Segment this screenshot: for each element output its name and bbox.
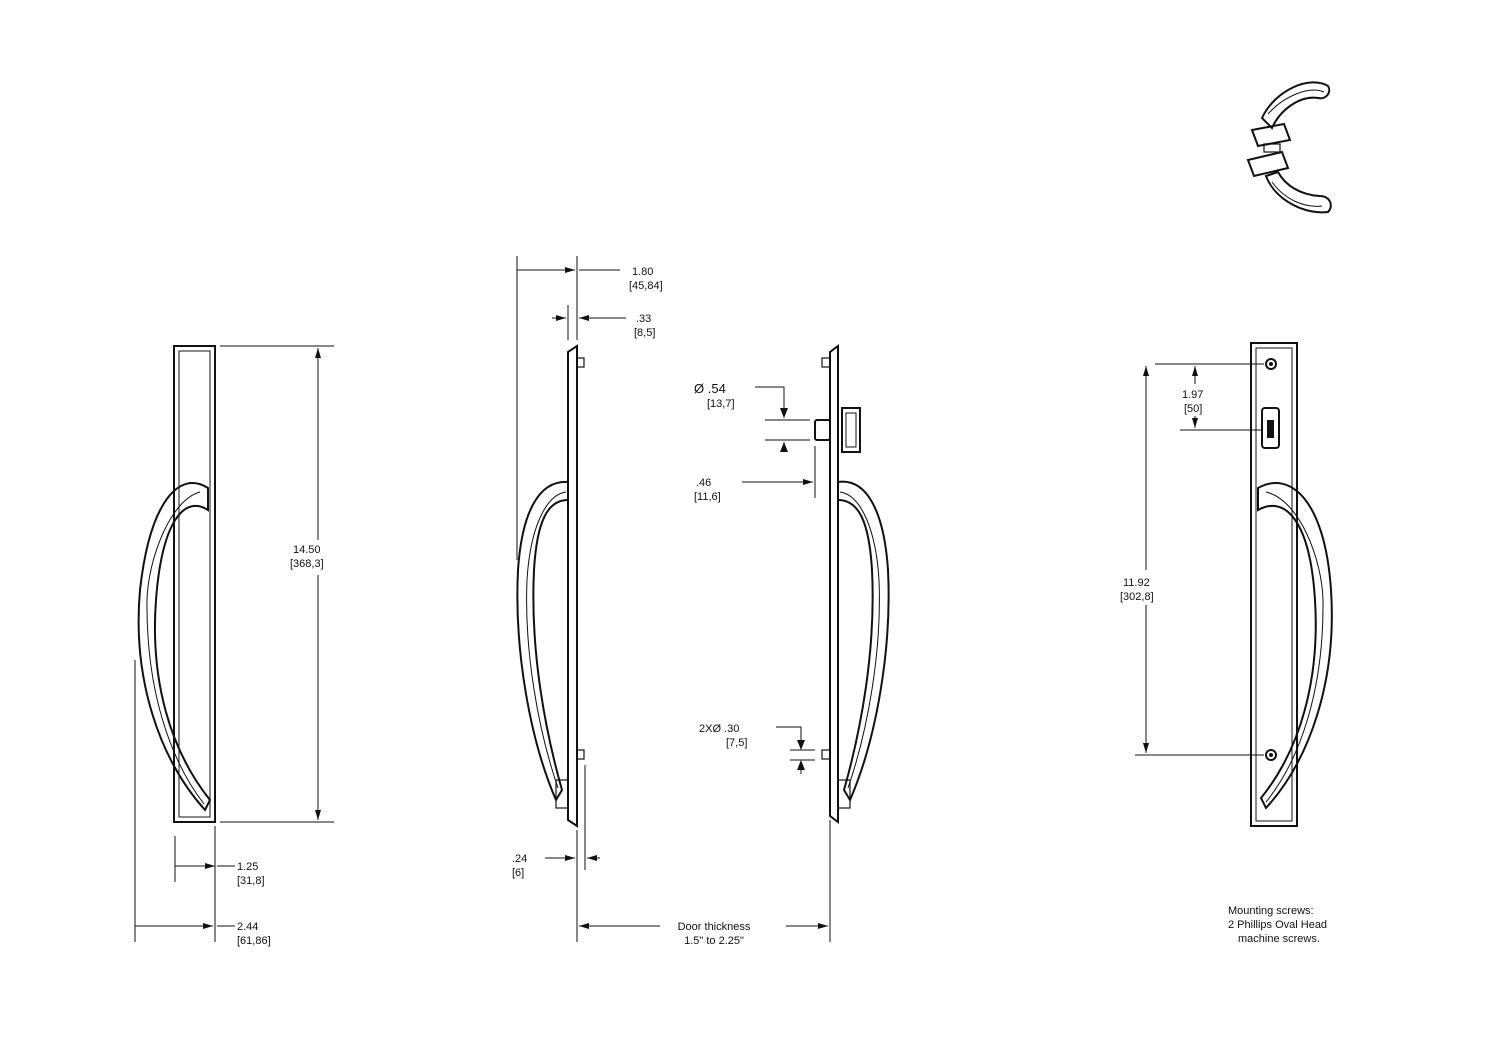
hole-spacing-dimension: 11.92 [302,8] <box>1120 366 1264 756</box>
plate-thickness-dimension: .33 [8,5] <box>552 305 655 340</box>
height-dimension: 14.50 [368,3] <box>220 345 334 823</box>
hole-to-slot-mm: [50] <box>1184 403 1202 415</box>
projection-dimension: 1.80 [45,84] <box>516 256 663 560</box>
projection-mm: [45,84] <box>629 280 663 292</box>
screw-hole-mm: [7,5] <box>726 737 747 749</box>
overall-width-dimension: 2.44 [61,86] <box>134 660 271 947</box>
hole-to-slot-dimension: 1.97 [50] <box>1155 363 1264 431</box>
plate-thickness-in: .33 <box>636 313 651 325</box>
plate-width-in: 1.25 <box>237 861 258 873</box>
height-in: 14.50 <box>293 544 321 556</box>
overall-width-mm: [61,86] <box>237 935 271 947</box>
hole-spacing-in: 11.92 <box>1123 577 1150 589</box>
hole-spacing-mm: [302,8] <box>1120 591 1154 603</box>
left-side-view: 1.80 [45,84] .33 [8,5] .24 [6] <box>512 256 663 942</box>
stud-mm: [6] <box>512 867 524 879</box>
mounting-notes: Mounting screws: 2 Phillips Oval Head ma… <box>1228 905 1327 945</box>
spindle-diameter-in: Ø .54 <box>694 381 726 396</box>
stud-dimension: .24 [6] <box>512 765 600 942</box>
door-thickness-label: Door thickness <box>678 921 751 933</box>
spindle-diameter-dimension: Ø .54 [13,7] <box>694 381 810 452</box>
plate-width-mm: [31,8] <box>237 875 265 887</box>
note-line-2: 2 Phillips Oval Head <box>1228 919 1327 931</box>
stud-in: .24 <box>512 853 527 865</box>
back-view: 1.97 [50] 11.92 [302,8] <box>1120 342 1333 827</box>
height-mm: [368,3] <box>290 558 324 570</box>
spindle-length-mm: [11,6] <box>694 491 721 503</box>
right-side-view: Ø .54 [13,7] .46 [11,6] 2XØ .30 [7,5] <box>694 344 890 942</box>
screw-hole-dimension: 2XØ .30 [7,5] <box>699 723 815 774</box>
plate-thickness-mm: [8,5] <box>634 327 655 339</box>
screw-hole-in: 2XØ .30 <box>699 723 739 735</box>
spindle-diameter-mm: [13,7] <box>707 398 735 410</box>
hole-to-slot-in: 1.97 <box>1182 389 1203 401</box>
isometric-handle-illustration <box>1246 81 1332 214</box>
projection-in: 1.80 <box>632 266 653 278</box>
spindle-length-in: .46 <box>696 477 711 489</box>
overall-width-in: 2.44 <box>237 921 258 933</box>
door-thickness-range: 1.5" to 2.25" <box>684 935 744 947</box>
door-thickness-dimension: Door thickness 1.5" to 2.25" <box>579 921 828 947</box>
plate-width-dimension: 1.25 [31,8] <box>174 826 265 942</box>
note-line-3: machine screws. <box>1238 933 1320 945</box>
front-view: 14.50 [368,3] 1.25 [31,8] 2.44 [61,86] <box>134 345 334 947</box>
spindle-length-dimension: .46 [11,6] <box>694 446 816 503</box>
note-line-1: Mounting screws: <box>1228 905 1314 917</box>
